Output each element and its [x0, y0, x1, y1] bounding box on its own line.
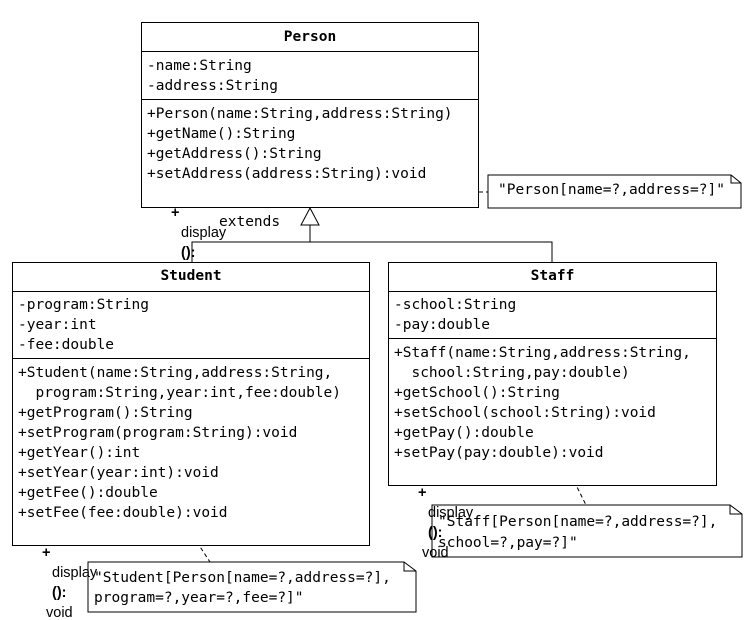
visibility-public: + — [418, 485, 427, 501]
display-parens: (): — [52, 585, 67, 601]
staff-note-connector — [570, 474, 587, 506]
person-class: Person -name:String -address:String +Per… — [141, 22, 479, 281]
inheritance-line — [191, 225, 553, 262]
staff-method: +Staff(name:String,address:String, — [394, 345, 691, 361]
display-parens: (): — [181, 245, 196, 261]
student-display-method: + display (): void — [18, 523, 97, 620]
divider — [389, 291, 716, 292]
person-attribute: -name:String — [147, 58, 252, 74]
staff-method: +setSchool(school:String):void — [394, 405, 656, 421]
divider — [13, 291, 369, 292]
divider — [142, 99, 478, 100]
staff-method: +getSchool():String — [394, 385, 560, 401]
staff-note-line: "Staff[Person[name=?,address=?], — [438, 514, 718, 530]
student-note-line: "Student[Person[name=?,address=?], — [94, 570, 391, 586]
student-method: program:String,year:int,fee:double) — [18, 385, 342, 401]
inheritance-arrowhead — [300, 206, 320, 226]
divider — [142, 51, 478, 52]
divider — [389, 338, 716, 339]
student-method: +setProgram(program:String):void — [18, 425, 298, 441]
staff-method: +setPay(pay:double):void — [394, 445, 604, 461]
staff-class: Staff -school:String -pay:double +Staff(… — [388, 262, 717, 561]
student-method: +getYear():int — [18, 445, 141, 461]
student-method: +getFee():double — [18, 485, 158, 501]
visibility-public: + — [42, 545, 51, 561]
student-attribute: -year:int — [18, 317, 97, 333]
staff-attribute: -pay:double — [394, 317, 491, 333]
student-method: +setYear(year:int):void — [18, 465, 219, 481]
student-note-box — [87, 561, 417, 613]
staff-class-name: Staff — [530, 268, 575, 284]
person-method: +setAddress(address:String):void — [147, 166, 427, 182]
person-method: +Person(name:String,address:String) — [147, 106, 453, 122]
student-attribute: -program:String — [18, 297, 149, 313]
extends-label: extends — [219, 214, 281, 230]
display-return: void — [422, 545, 449, 561]
person-method: +getName():String — [147, 126, 296, 142]
student-method: +getProgram():String — [18, 405, 193, 421]
student-class-name: Student — [160, 268, 222, 284]
student-method: +setFee(fee:double):void — [18, 505, 228, 521]
display-return: void — [46, 605, 73, 620]
display-name: display — [181, 225, 227, 241]
student-class: Student -program:String -year:int -fee:d… — [12, 262, 370, 620]
staff-method: +getPay():double — [394, 425, 534, 441]
person-note-box — [487, 174, 742, 209]
staff-attribute: -school:String — [394, 297, 517, 313]
staff-method: school:String,pay:double) — [394, 365, 630, 381]
person-class-name: Person — [283, 29, 337, 45]
person-note-text: "Person[name=?,address=?]" — [498, 182, 725, 198]
visibility-public: + — [171, 205, 180, 221]
student-attribute: -fee:double — [18, 337, 115, 353]
staff-note-line: school=?,pay=?]" — [438, 535, 578, 551]
display-name: display — [428, 505, 474, 521]
staff-display-method: + display (): void — [394, 463, 473, 583]
student-note-line: program=?,year=?,fee=?]" — [94, 590, 304, 606]
staff-note-box — [431, 504, 743, 558]
person-method: +getAddress():String — [147, 146, 322, 162]
divider — [13, 358, 369, 359]
display-name: display — [52, 565, 98, 581]
student-note-connector — [192, 535, 211, 563]
student-method: +Student(name:String,address:String, — [18, 365, 333, 381]
display-parens: (): — [428, 525, 443, 541]
person-attribute: -address:String — [147, 78, 278, 94]
